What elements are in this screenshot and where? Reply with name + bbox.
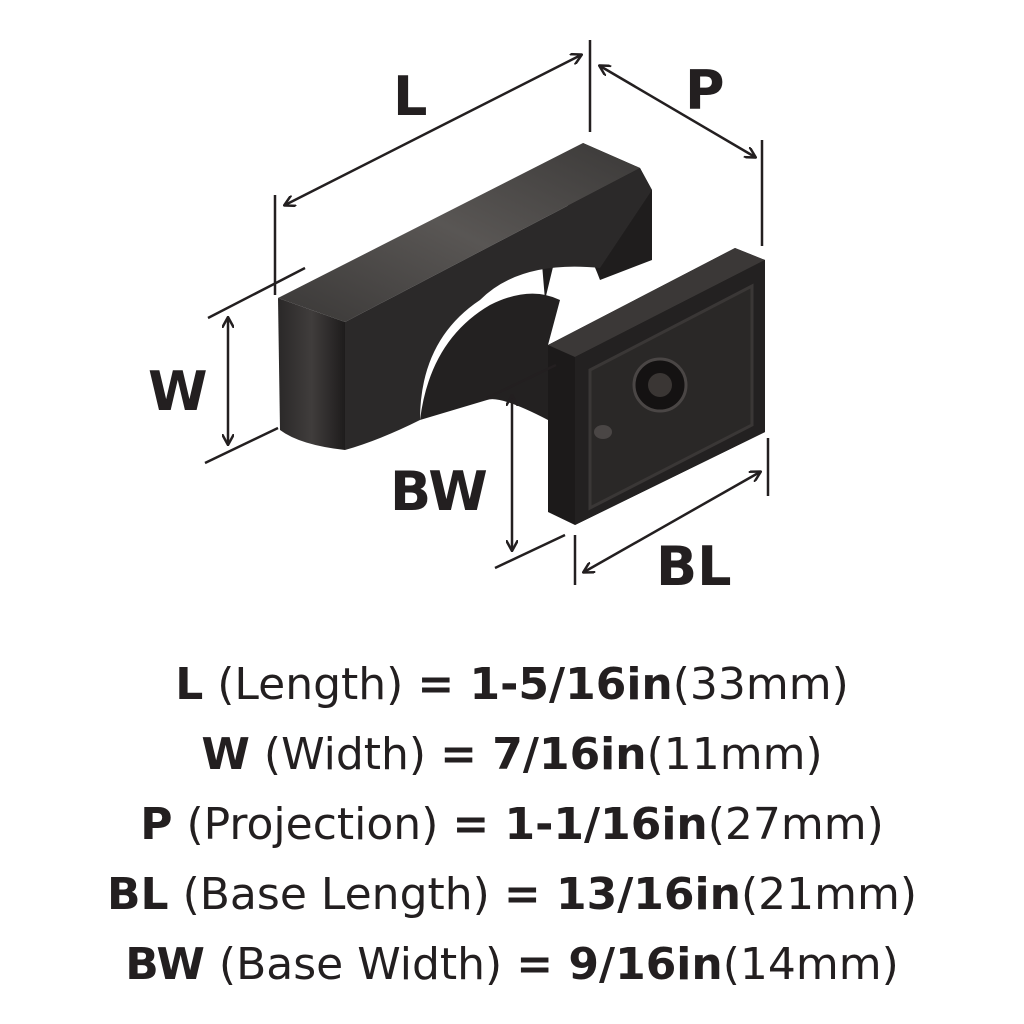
base-length-dimension-line (584, 472, 760, 572)
label-base-length: BL (656, 535, 732, 598)
spec-metric: (33mm) (672, 659, 849, 710)
projection-dimension-line (600, 66, 755, 157)
spec-name: (Projection) (186, 799, 439, 850)
spec-base-width: BW (Base Width) = 9/16in(14mm) (0, 930, 1024, 1000)
spec-width: W (Width) = 7/16in(11mm) (0, 720, 1024, 790)
spec-metric: (14mm) (722, 939, 899, 990)
label-base-width: BW (390, 460, 488, 523)
length-dimension-line (285, 55, 581, 205)
spec-metric: (11mm) (646, 729, 823, 780)
knob (278, 143, 765, 525)
spec-code: BW (125, 939, 205, 990)
spec-code: L (175, 659, 204, 710)
spec-value: = 9/16in (516, 939, 723, 990)
spec-name: (Width) (263, 729, 427, 780)
spec-projection: P (Projection) = 1-1/16in(27mm) (0, 790, 1024, 860)
spec-name: (Length) (217, 659, 404, 710)
spec-metric: (27mm) (707, 799, 884, 850)
dimension-specs: L (Length) = 1-5/16in(33mm) W (Width) = … (0, 650, 1024, 1000)
spec-code: W (201, 729, 250, 780)
spec-name: (Base Width) (218, 939, 503, 990)
spec-metric: (21mm) (740, 869, 917, 920)
spec-length: L (Length) = 1-5/16in(33mm) (0, 650, 1024, 720)
label-width: W (148, 360, 208, 423)
spec-code: P (140, 799, 173, 850)
dimension-lines (204, 40, 770, 585)
spec-value: = 1-5/16in (417, 659, 673, 710)
spec-value: = 13/16in (503, 869, 741, 920)
label-projection: P (685, 59, 725, 122)
spec-value: = 1-1/16in (452, 799, 708, 850)
spec-name: (Base Length) (182, 869, 490, 920)
label-length: L (393, 65, 428, 128)
spec-value: = 7/16in (440, 729, 647, 780)
spec-base-length: BL (Base Length) = 13/16in(21mm) (0, 860, 1024, 930)
spec-code: BL (107, 869, 169, 920)
